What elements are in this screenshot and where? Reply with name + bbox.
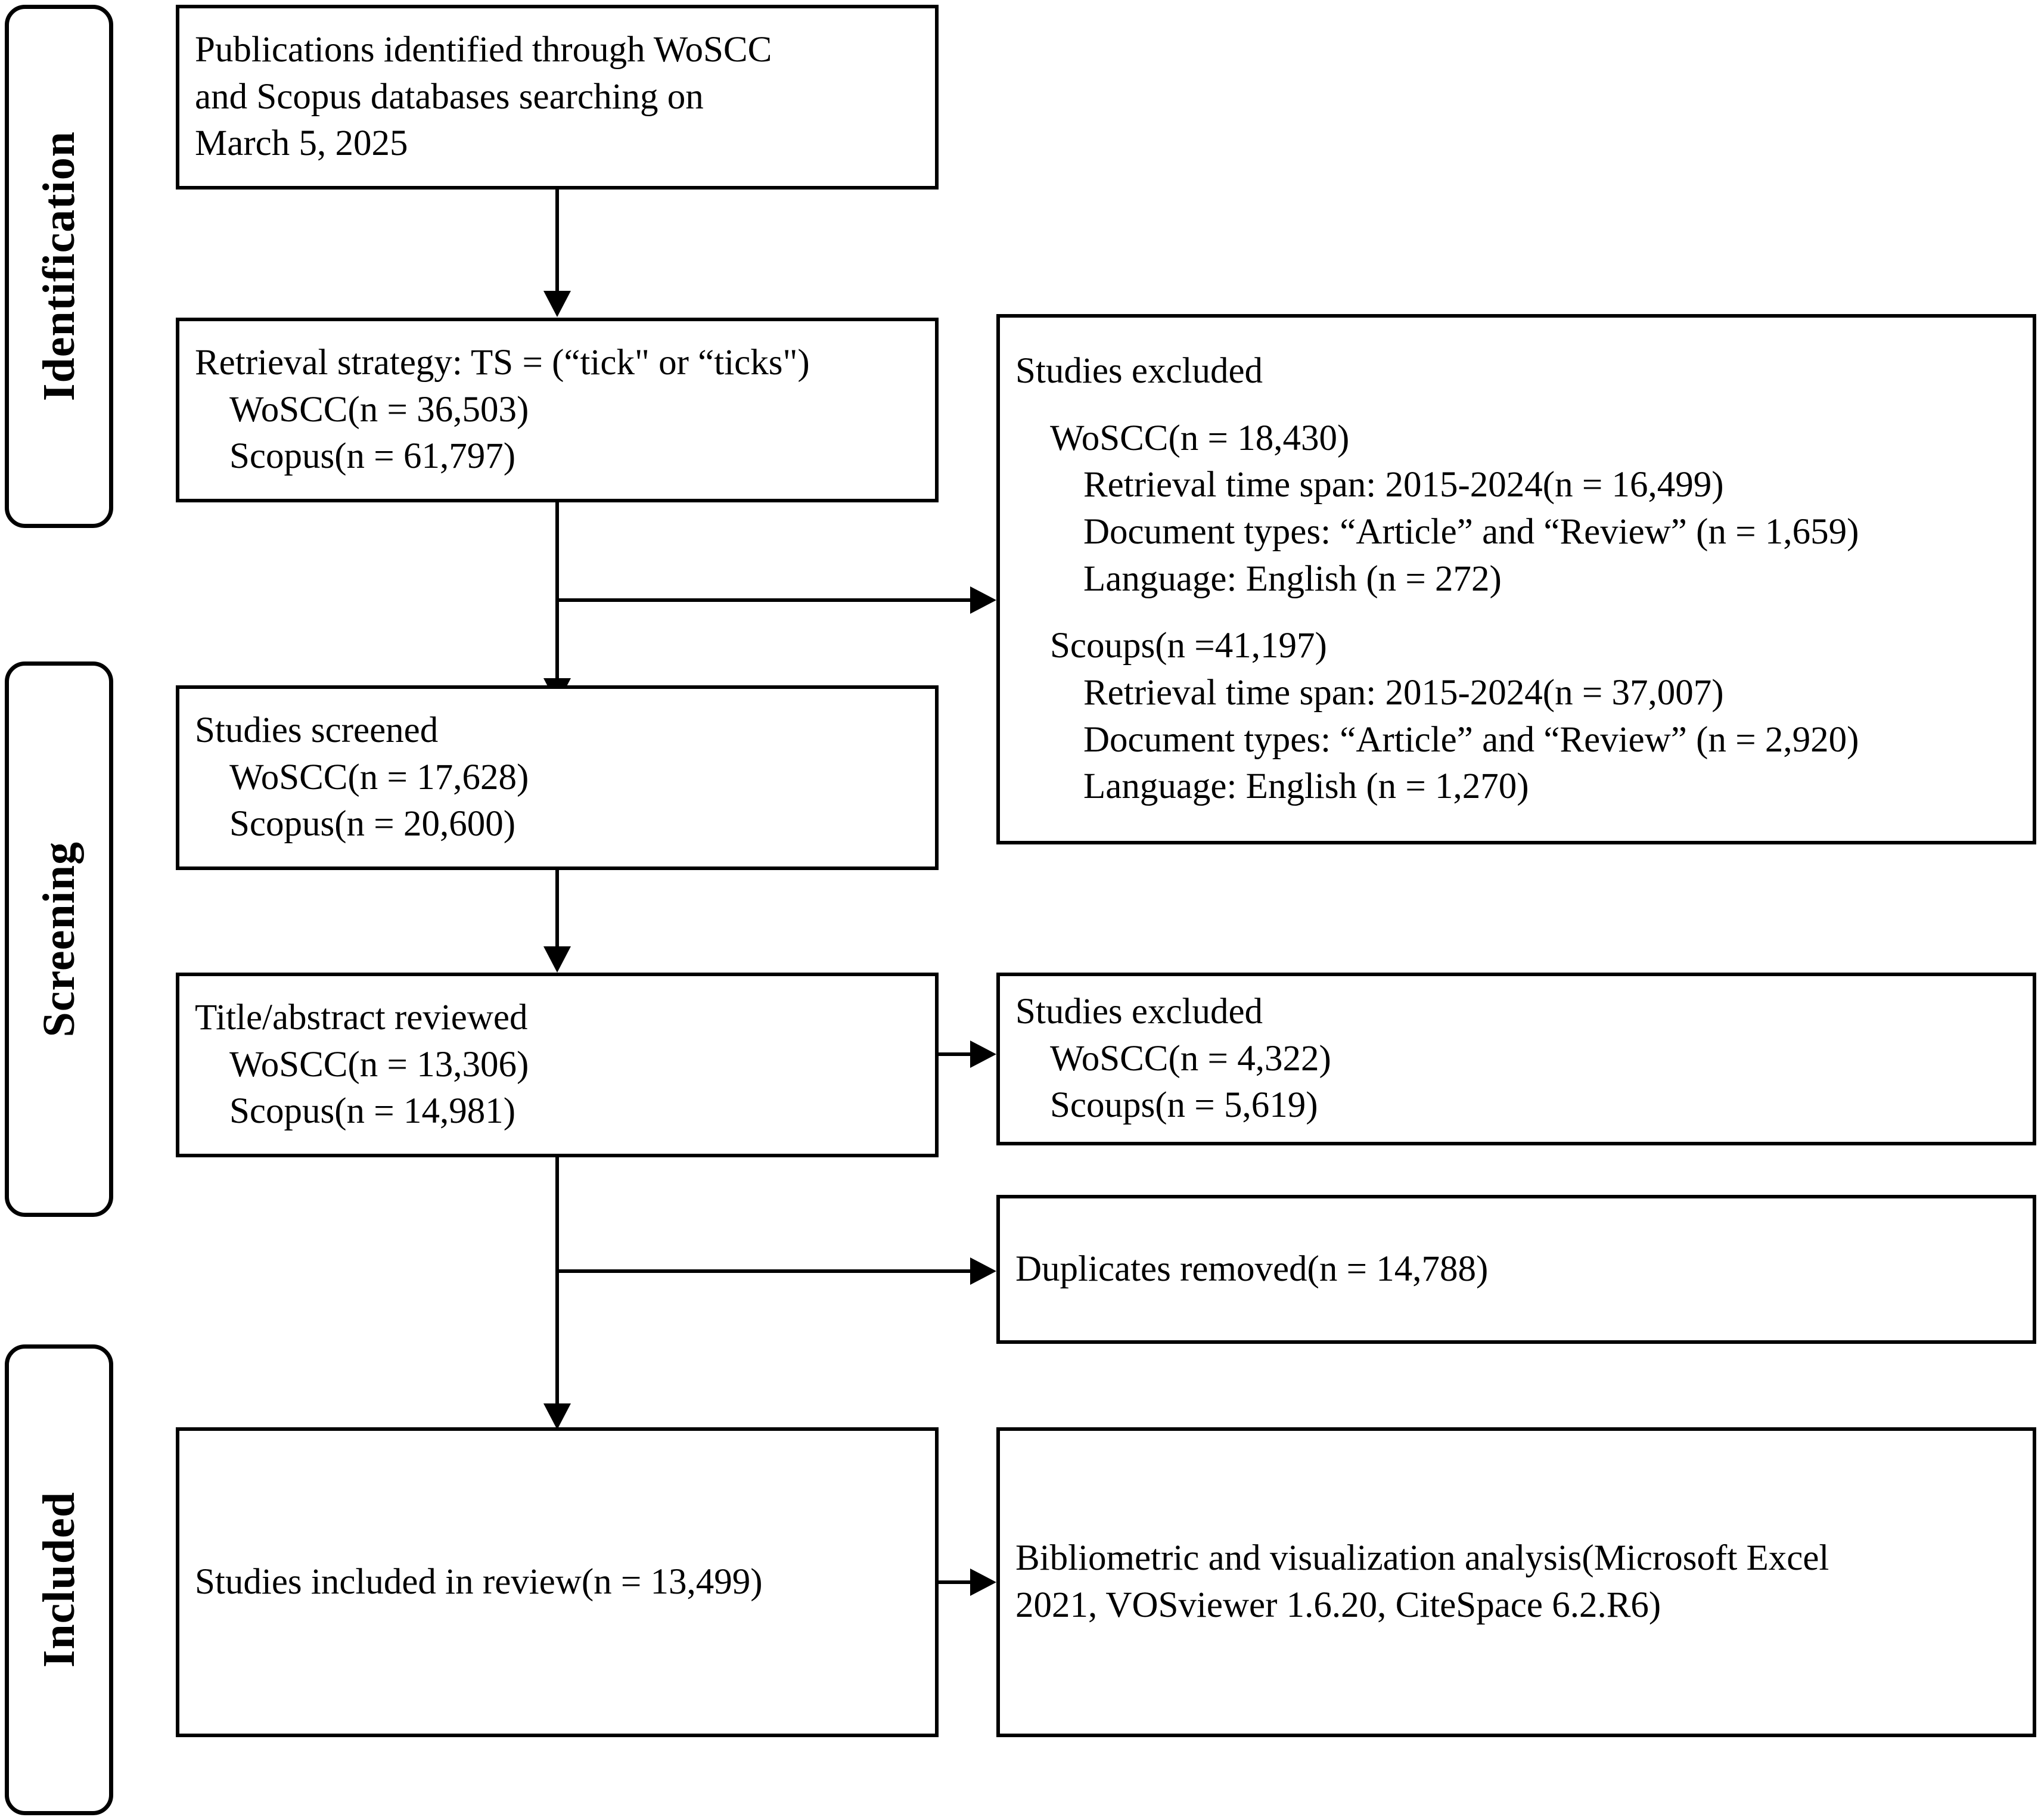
connector-screened-to-title-abstract xyxy=(555,870,559,949)
connector-title-abstract-to-duplicates xyxy=(555,1269,973,1273)
text-line: Retrieval strategy: TS = (“tick" or “tic… xyxy=(195,342,810,383)
stage-screening: Screening xyxy=(5,661,113,1217)
text-line: Duplicates removed(n = 14,788) xyxy=(1015,1248,1489,1289)
studies-screened-box: Studies screened WoSCC(n = 17,628) Scopu… xyxy=(176,685,939,870)
text-spacer xyxy=(1015,602,2017,623)
text-line: Scopus(n = 20,600) xyxy=(229,804,516,844)
connector-retrieval-to-screened xyxy=(555,502,559,681)
arrowhead-down xyxy=(543,291,571,317)
retrieval-strategy-box: Retrieval strategy: TS = (“tick" or “tic… xyxy=(176,318,939,502)
connector-identified-to-retrieval xyxy=(555,190,559,294)
text-spacer xyxy=(1015,395,2017,415)
studies-screened-text: Studies screened WoSCC(n = 17,628) Scopu… xyxy=(179,707,935,848)
retrieval-strategy-text: Retrieval strategy: TS = (“tick" or “tic… xyxy=(179,340,935,480)
text-line: Retrieval time span: 2015-2024(n = 37,00… xyxy=(1083,673,1724,713)
text-line: Studies screened xyxy=(195,710,439,750)
text-line: Bibliometric and visualization analysis(… xyxy=(1015,1538,1829,1579)
text-line: Publications identified through WoSCC xyxy=(195,29,772,70)
text-line: 2021, VOSviewer 1.6.20, CiteSpace 6.2.R6… xyxy=(1015,1585,1661,1625)
arrowhead-right xyxy=(970,586,996,614)
text-line: WoSCC(n = 13,306) xyxy=(229,1044,529,1085)
connector-title-abstract-to-excluded xyxy=(939,1052,973,1056)
bibliometric-analysis-box: Bibliometric and visualization analysis(… xyxy=(996,1427,2036,1737)
title-abstract-reviewed-box: Title/abstract reviewed WoSCC(n = 13,306… xyxy=(176,973,939,1157)
text-line: Studies excluded xyxy=(1015,991,1263,1032)
studies-excluded-identification-text: Studies excluded WoSCC(n = 18,430) Retri… xyxy=(1000,348,2033,810)
text-line: March 5, 2025 xyxy=(195,123,408,164)
studies-included-text: Studies included in review(n = 13,499) xyxy=(179,1559,935,1606)
text-line: Scoups(n = 5,619) xyxy=(1050,1085,1318,1126)
studies-excluded-screening-text: Studies excluded WoSCC(n = 4,322) Scoups… xyxy=(1000,989,2033,1129)
arrowhead-right xyxy=(970,1041,996,1068)
title-abstract-reviewed-text: Title/abstract reviewed WoSCC(n = 13,306… xyxy=(179,995,935,1135)
text-line: Document types: “Article” and “Review” (… xyxy=(1083,719,1859,760)
publications-identified-box: Publications identified through WoSCC an… xyxy=(176,5,939,190)
text-line: Title/abstract reviewed xyxy=(195,997,528,1038)
text-line: Studies excluded xyxy=(1015,350,1263,391)
text-line: Scopus(n = 14,981) xyxy=(229,1091,516,1132)
studies-included-box: Studies included in review(n = 13,499) xyxy=(176,1427,939,1737)
connector-retrieval-to-excluded xyxy=(555,598,973,602)
duplicates-removed-box: Duplicates removed(n = 14,788) xyxy=(996,1195,2036,1344)
stage-included: Included xyxy=(5,1344,113,1815)
duplicates-removed-text: Duplicates removed(n = 14,788) xyxy=(1000,1246,2033,1293)
text-line: Scopus(n = 61,797) xyxy=(229,436,516,477)
stage-identification: Identification xyxy=(5,5,113,528)
text-line: WoSCC(n = 18,430) xyxy=(1050,418,1350,458)
studies-excluded-screening-box: Studies excluded WoSCC(n = 4,322) Scoups… xyxy=(996,973,2036,1145)
text-line: Language: English (n = 1,270) xyxy=(1083,766,1529,807)
text-line: Document types: “Article” and “Review” (… xyxy=(1083,511,1859,552)
text-line: WoSCC(n = 4,322) xyxy=(1050,1038,1331,1079)
text-line: Studies included in review(n = 13,499) xyxy=(195,1561,763,1602)
text-line: Scoups(n =41,197) xyxy=(1050,626,1327,666)
stage-screening-label: Screening xyxy=(34,841,84,1038)
arrowhead-right xyxy=(970,1569,996,1596)
text-line: WoSCC(n = 17,628) xyxy=(229,757,529,797)
connector-title-abstract-to-included xyxy=(555,1157,559,1406)
text-line: Retrieval time span: 2015-2024(n = 16,49… xyxy=(1083,465,1724,505)
connector-included-to-analysis xyxy=(939,1580,973,1584)
text-line: and Scopus databases searching on xyxy=(195,76,704,117)
text-line: WoSCC(n = 36,503) xyxy=(229,389,529,430)
text-line: Language: English (n = 272) xyxy=(1083,558,1502,599)
studies-excluded-identification-box: Studies excluded WoSCC(n = 18,430) Retri… xyxy=(996,314,2036,844)
publications-identified-text: Publications identified through WoSCC an… xyxy=(179,27,935,167)
stage-identification-label: Identification xyxy=(34,131,84,402)
stage-included-label: Included xyxy=(34,1492,84,1668)
arrowhead-right xyxy=(970,1257,996,1285)
arrowhead-down xyxy=(543,946,571,973)
bibliometric-analysis-text: Bibliometric and visualization analysis(… xyxy=(1000,1535,2033,1629)
arrowhead-down xyxy=(543,1403,571,1430)
